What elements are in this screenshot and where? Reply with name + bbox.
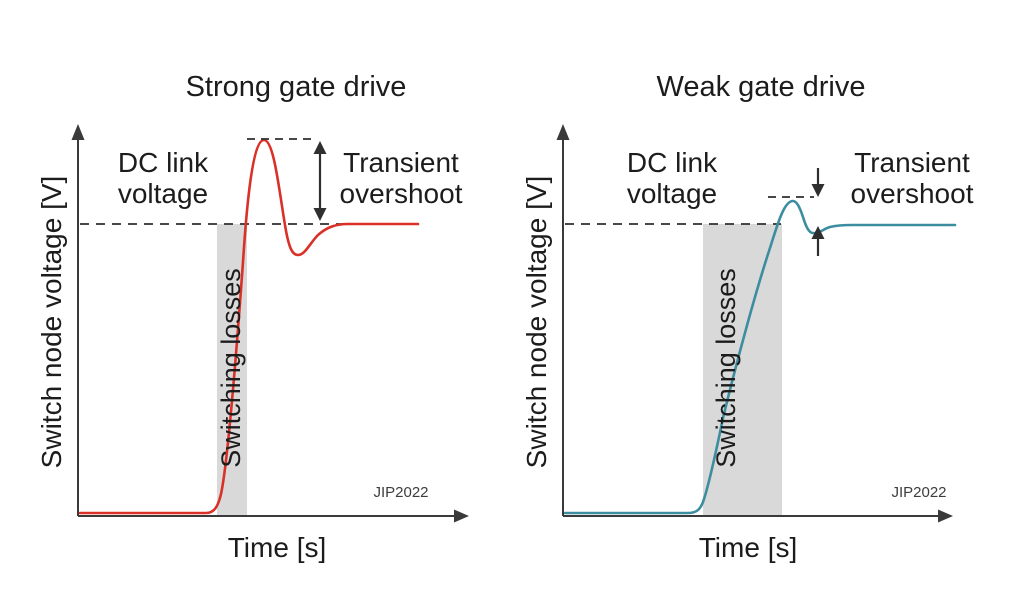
arrow-down-head [313,208,327,221]
overshoot-down-arrow [811,168,825,197]
panel-weak-gate-drive: Weak gate drive DC link voltage Transien… [521,71,974,563]
transient-overshoot-label-line1: Transient [343,147,459,178]
overshoot-double-arrow [313,141,327,221]
arrow-up-head [313,141,327,154]
transient-overshoot-label-line2: overshoot [340,178,463,209]
switching-losses-label: Switching losses [216,268,246,468]
arrow-up-head [811,226,825,239]
y-axis-label: Switch node voltage [V] [36,176,67,469]
dc-link-label-line1: DC link [118,147,209,178]
dc-link-label-line2: voltage [118,178,208,209]
arrow-down-head [811,184,825,197]
x-axis-arrowhead [938,509,953,523]
y-axis-arrowhead [556,124,570,140]
strong-drive-waveform-curve [78,138,420,515]
overshoot-up-arrow [811,226,825,256]
panel-strong-gate-drive: Strong gate drive DC link voltage Transi… [36,71,469,563]
dc-link-label-line2: voltage [627,178,717,209]
x-axis-label: Time [s] [699,532,798,563]
switching-losses-band [703,224,782,516]
x-axis-label: Time [s] [228,532,327,563]
panel-title: Strong gate drive [186,71,407,103]
x-axis-arrowhead [454,509,469,523]
y-axis-arrowhead [71,124,85,140]
transient-overshoot-label-line2: overshoot [851,178,974,209]
watermark: JIP2022 [891,484,946,501]
y-axis-label: Switch node voltage [V] [521,176,552,469]
panel-title: Weak gate drive [656,71,865,103]
axes [71,124,469,523]
axes [556,124,953,523]
watermark: JIP2022 [373,484,428,501]
switching-losses-label: Switching losses [711,268,741,468]
transient-overshoot-label-line1: Transient [854,147,970,178]
dc-link-label-line1: DC link [627,147,718,178]
